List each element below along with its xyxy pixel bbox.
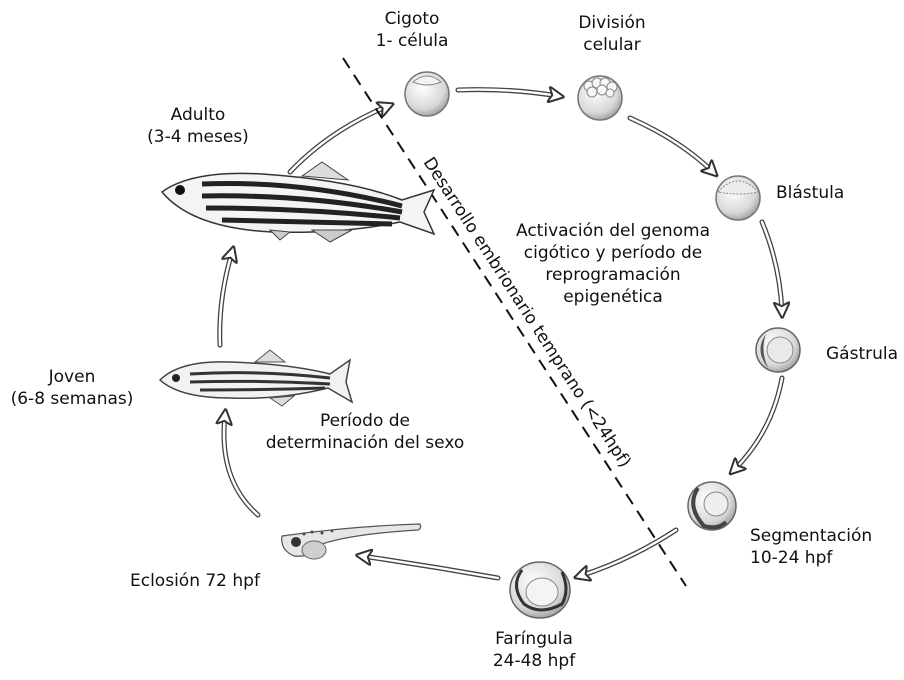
label-gastrula: Gástrula [826, 343, 898, 365]
label-adult-line2: (3-4 meses) [147, 126, 249, 148]
early-development-boundary-line [343, 58, 686, 586]
note-sex-determination: Período de determinación del sexo [266, 410, 465, 454]
arrow-hatching-to-juvenile [224, 415, 258, 515]
label-segmentation-line1: Segmentación [750, 525, 872, 547]
label-cell-division-line2: celular [578, 34, 645, 56]
label-juvenile-line2: (6-8 semanas) [11, 388, 134, 410]
label-adult-line1: Adulto [147, 104, 249, 126]
label-juvenile: Joven (6-8 semanas) [11, 366, 134, 410]
label-pharyngula: Faríngula 24-48 hpf [493, 628, 575, 672]
label-adult: Adulto (3-4 meses) [147, 104, 249, 148]
label-pharyngula-line1: Faríngula [493, 628, 575, 650]
label-segmentation-line2: 10-24 hpf [750, 547, 872, 569]
label-segmentation: Segmentación 10-24 hpf [750, 525, 872, 569]
arrow-division-to-blastula [630, 118, 713, 172]
juvenile-fish [160, 350, 352, 406]
arrow-blastula-to-gastrula [762, 222, 782, 312]
label-pharyngula-line2: 24-48 hpf [493, 650, 575, 672]
arrow-segmentation-to-pharyngula [580, 530, 676, 576]
label-hatching: Eclosión 72 hpf [130, 570, 260, 592]
note-activation-line4: epigenética [516, 286, 710, 308]
arrow-gastrula-to-segmentation [734, 378, 782, 470]
note-activation-line2: cigótico y período de [516, 242, 710, 264]
note-activation-line1: Activación del genoma [516, 220, 710, 242]
hatching-larva [282, 524, 421, 559]
label-juvenile-line1: Joven [11, 366, 134, 388]
label-cell-division: División celular [578, 12, 645, 56]
blastula-embryo [716, 176, 760, 220]
zygote-embryo [405, 72, 449, 116]
pharyngula-embryo [510, 562, 570, 618]
label-zygote-line1: Cigoto [376, 8, 449, 30]
note-zygotic-genome-activation: Activación del genoma cigótico y período… [516, 220, 710, 308]
note-sex-line2: determinación del sexo [266, 432, 465, 454]
note-sex-line1: Período de [266, 410, 465, 432]
gastrula-embryo [756, 328, 800, 372]
label-zygote: Cigoto 1- célula [376, 8, 449, 52]
segmentation-embryo [688, 482, 736, 530]
label-zygote-line2: 1- célula [376, 30, 449, 52]
label-blastula: Blástula [776, 182, 844, 204]
adult-fish [162, 162, 434, 242]
arrow-adult-to-zygote [290, 106, 388, 172]
label-cell-division-line1: División [578, 12, 645, 34]
cell-division-embryo [578, 76, 622, 120]
note-activation-line3: reprogramación [516, 264, 710, 286]
